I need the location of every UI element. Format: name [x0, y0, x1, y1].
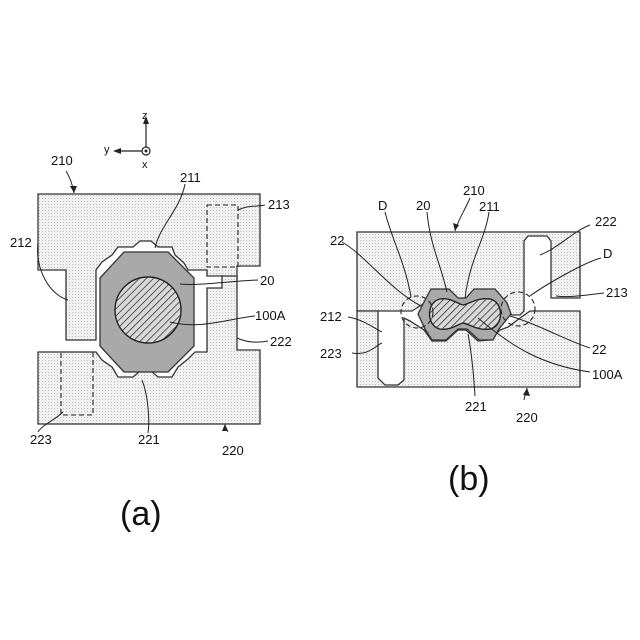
label-213: 213 [268, 197, 290, 212]
panel-a: z y x 210 211 213 212 20 [10, 110, 292, 533]
label-222: 222 [595, 214, 617, 229]
label-22-left: 22 [330, 233, 344, 248]
label-100A: 100A [255, 308, 286, 323]
axis-y-label: y [104, 144, 110, 156]
label-220: 220 [516, 410, 538, 425]
core-100A [115, 277, 181, 343]
label-212: 212 [10, 235, 32, 250]
caption-a: (a) [120, 495, 162, 533]
label-22-right: 22 [592, 342, 606, 357]
caption-b: (b) [448, 460, 490, 498]
axis-symbol: z y x [104, 110, 150, 171]
axis-x-label: x [142, 159, 148, 171]
label-221: 221 [465, 399, 487, 414]
label-D-left: D [378, 198, 387, 213]
axis-z-label: z [142, 110, 148, 122]
label-210: 210 [51, 153, 73, 168]
label-211: 211 [180, 170, 201, 185]
label-223: 223 [320, 346, 342, 361]
label-223: 223 [30, 432, 52, 447]
leader-222 [237, 338, 268, 342]
label-20: 20 [260, 273, 274, 288]
label-213: 213 [606, 285, 628, 300]
label-20: 20 [416, 198, 430, 213]
label-100A: 100A [592, 367, 623, 382]
label-220: 220 [222, 443, 244, 458]
label-D-right: D [603, 246, 612, 261]
label-210: 210 [463, 183, 485, 198]
label-211: 211 [479, 199, 500, 214]
label-222: 222 [270, 334, 292, 349]
label-221: 221 [138, 432, 160, 447]
panel-b: 210 D 20 211 222 22 D 213 212 223 22 100… [320, 183, 628, 498]
label-212: 212 [320, 309, 342, 324]
